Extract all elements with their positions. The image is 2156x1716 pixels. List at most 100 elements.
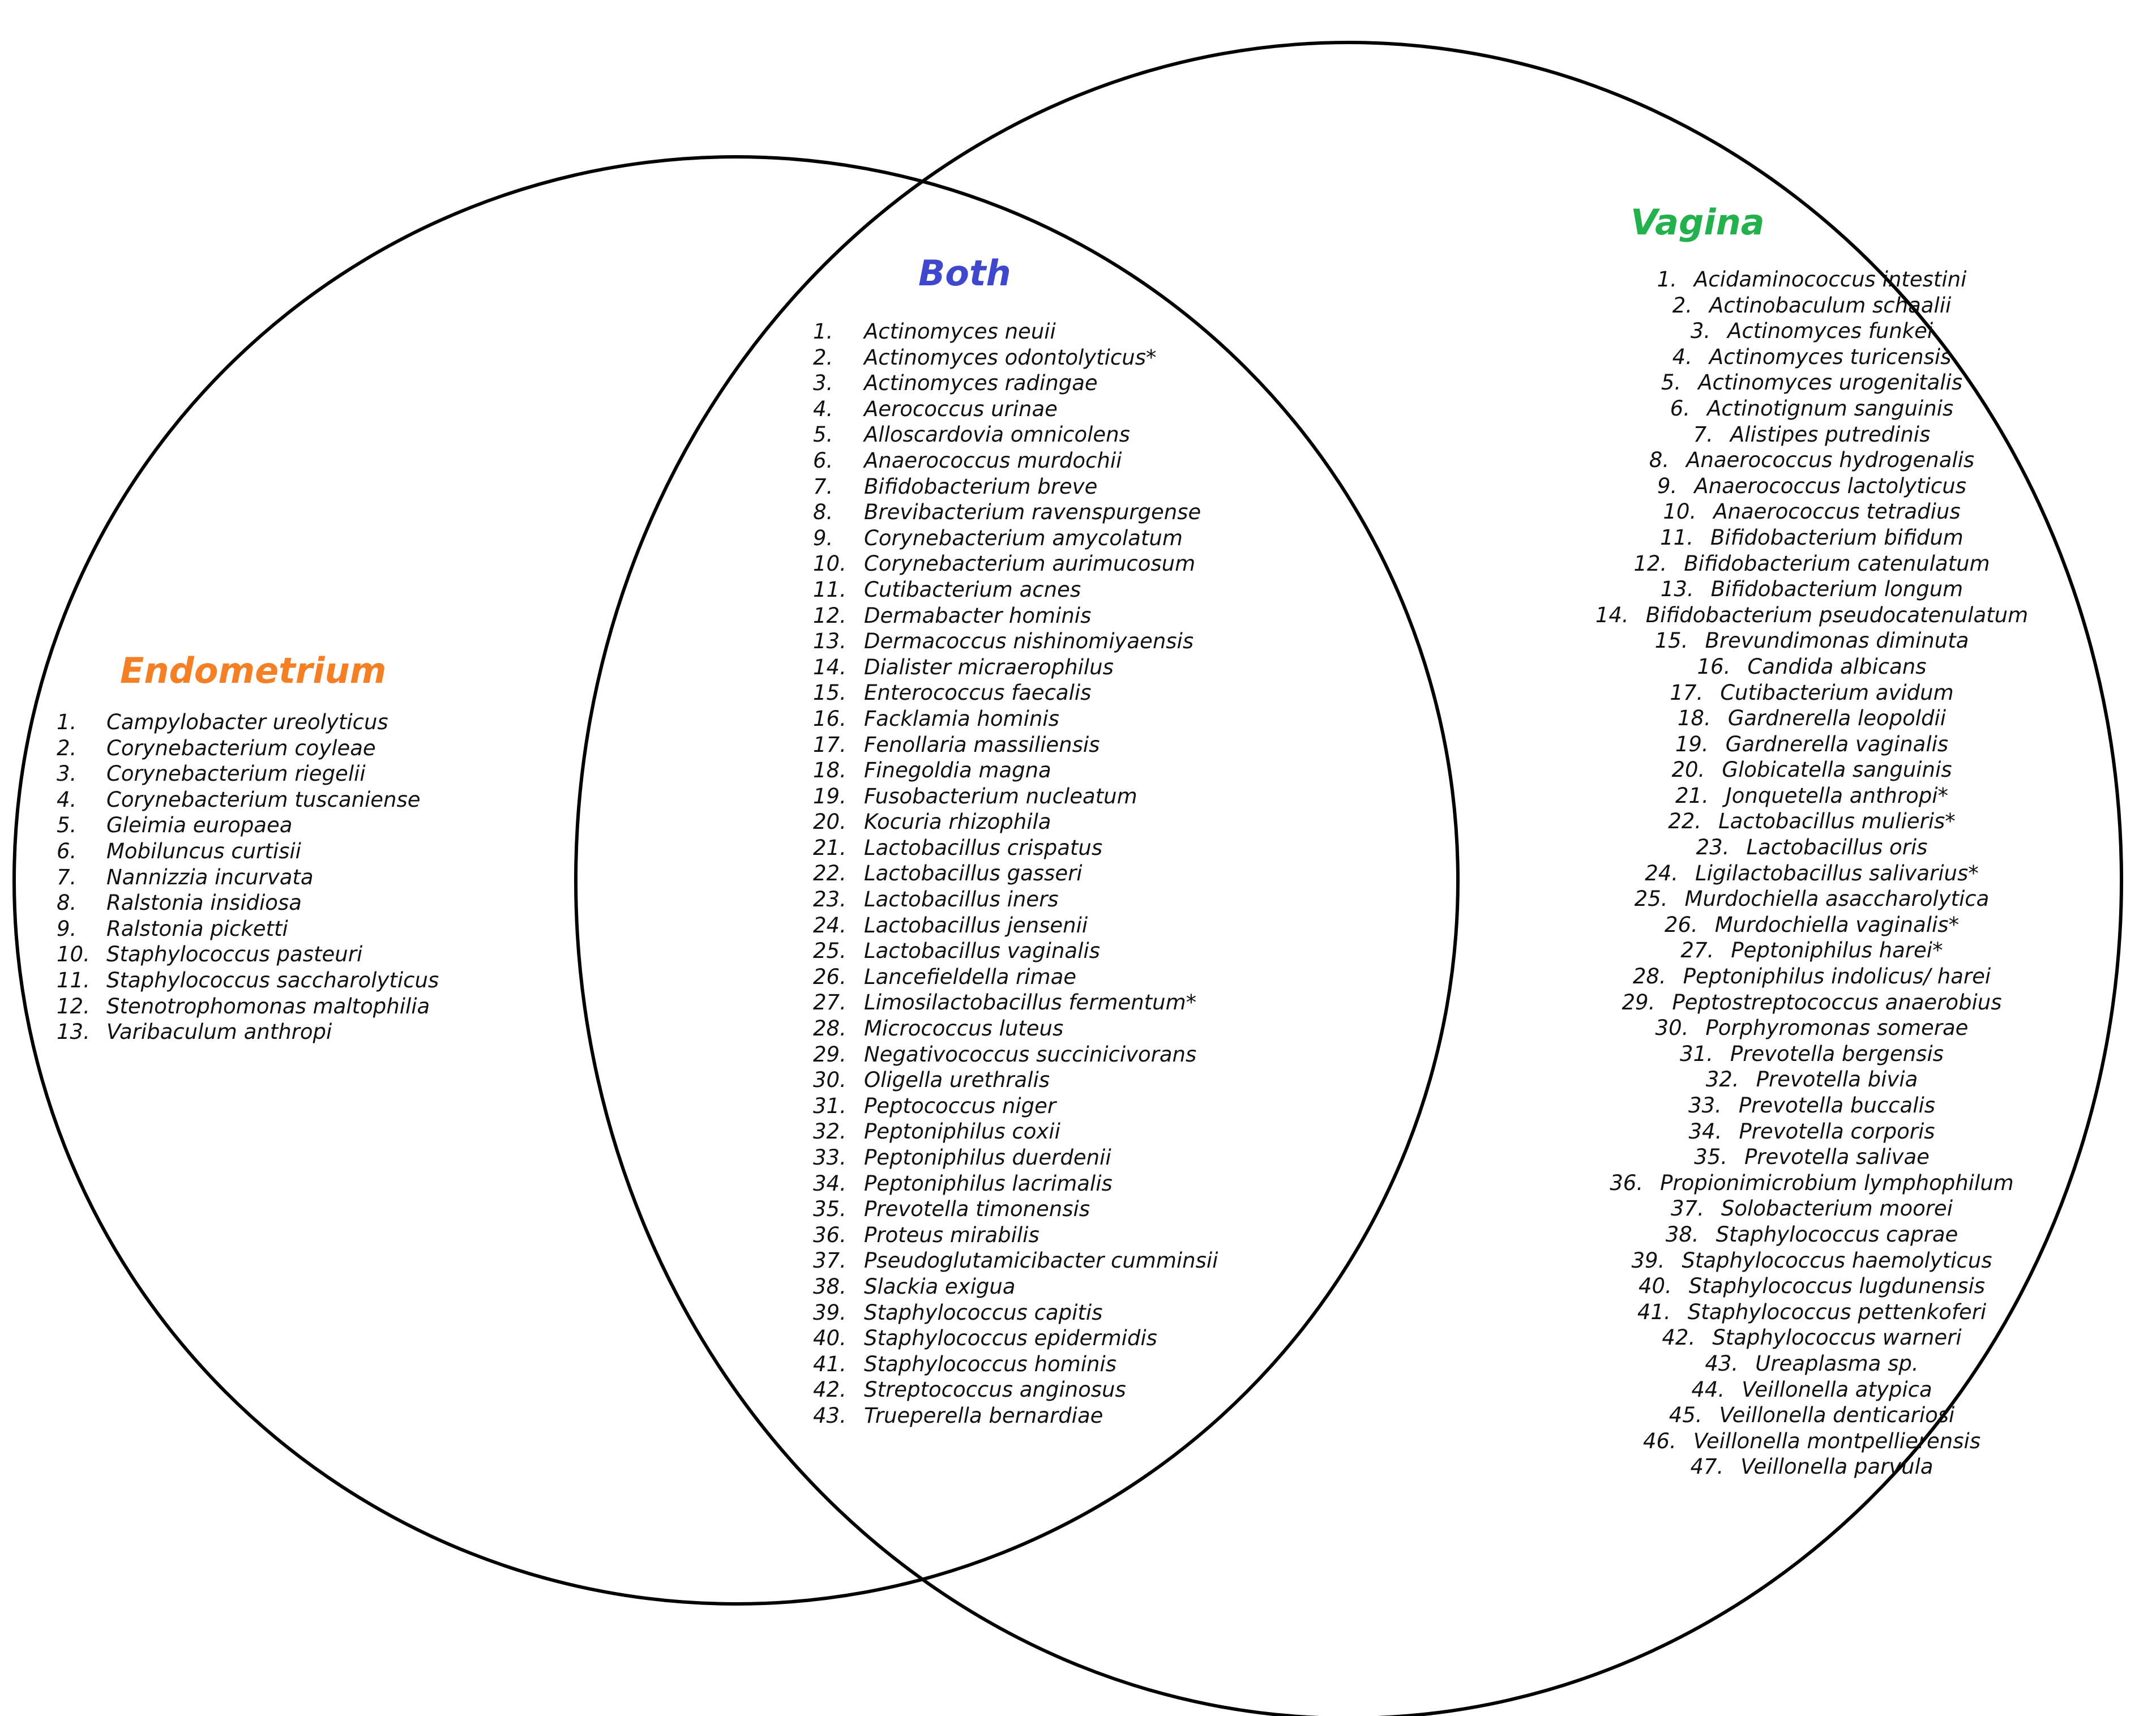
species-item: 31.Prevotella bergensis <box>1472 1041 2151 1067</box>
species-name: Cutibacterium avidum <box>1720 680 1954 705</box>
species-name: Finegoldia magna <box>864 758 1051 783</box>
species-name: Streptococcus anginosus <box>864 1377 1126 1402</box>
species-item: 31. Peptococcus niger <box>813 1093 1218 1119</box>
species-number: 18. <box>813 758 846 783</box>
species-item: 46.Veillonella montpellierensis <box>1472 1428 2151 1454</box>
species-item: 7.Nannizzia incurvata <box>57 865 439 891</box>
species-item: 4.Corynebacterium tuscaniense <box>57 787 439 813</box>
species-number: 15. <box>1654 628 1688 653</box>
species-number: 23. <box>1696 835 1730 860</box>
species-name: Kocuria rhizophila <box>864 810 1051 835</box>
species-item: 25.Murdochiella asaccharolytica <box>1472 886 2151 912</box>
species-item: 4.Aerococcus urinae <box>813 396 1218 422</box>
species-number: 8. <box>813 500 833 525</box>
species-name: Solobacterium moorei <box>1721 1196 1953 1221</box>
species-number: 35. <box>1694 1145 1727 1170</box>
species-name: Prevotella salivae <box>1744 1145 1930 1170</box>
species-name: Oligella urethralis <box>864 1068 1050 1093</box>
species-item: 7.Alistipes putredinis <box>1472 422 2151 448</box>
species-number: 33. <box>1688 1093 1722 1118</box>
species-number: 11. <box>57 968 90 992</box>
species-item: 44.Veillonella atypica <box>1472 1377 2151 1403</box>
species-number: 27. <box>1680 938 1714 963</box>
species-name: Bifidobacterium catenulatum <box>1684 551 1990 576</box>
species-name: Acidaminococcus intestini <box>1693 267 1967 292</box>
species-item: 1. Acidaminococcus intestini <box>1472 267 2151 293</box>
species-number: 29. <box>813 1042 846 1067</box>
species-item: 7. Bifidobacterium breve <box>813 474 1218 500</box>
species-number: 37. <box>1671 1196 1704 1221</box>
species-number: 6. <box>813 448 833 473</box>
species-name: Staphylococcus warneri <box>1712 1325 1962 1350</box>
species-item: 24.Ligilactobacillus salivarius* <box>1472 861 2151 887</box>
species-number: 38. <box>1665 1222 1699 1247</box>
species-number: 1. <box>57 710 77 734</box>
species-name: Fusobacterium nucleatum <box>864 784 1137 808</box>
species-item: 26.Lancefieldella rimae <box>813 964 1218 990</box>
species-name: Peptoniphilus duerdenii <box>864 1145 1111 1170</box>
species-name: Staphylococcus pasteuri <box>106 942 363 967</box>
species-number: 31. <box>813 1093 846 1118</box>
species-item: 28.Micrococcus luteus <box>813 1016 1218 1042</box>
species-number: 43. <box>1705 1351 1739 1376</box>
species-item: 43.Ureaplasma sp. <box>1472 1351 2151 1377</box>
species-number: 1. <box>813 319 833 344</box>
species-item: 1.Campylobacter ureolyticus <box>57 709 439 735</box>
species-name: Dermabacter hominis <box>864 603 1092 628</box>
species-number: 41. <box>813 1351 846 1376</box>
species-item: 2.Actinomyces odontolyticus* <box>813 345 1218 371</box>
species-name: Anaerococcus tetradius <box>1713 499 1961 524</box>
species-item: 37.Pseudoglutamicibacter cumminsii <box>813 1248 1218 1274</box>
species-name: Alloscardovia omnicolens <box>864 422 1130 447</box>
species-item: 6.Actinotignum sanguinis <box>1472 396 2151 422</box>
species-name: Bifidobacterium bifidum <box>1710 525 1964 550</box>
species-name: Lactobacillus vaginalis <box>864 939 1100 964</box>
species-number: 8. <box>57 891 77 915</box>
species-item: 23. Lactobacillus oris <box>1472 835 2151 861</box>
species-item: 39.Staphylococcus haemolyticus <box>1472 1248 2151 1274</box>
species-number: 1. <box>1657 267 1677 292</box>
species-item: 12.Bifidobacterium catenulatum <box>1472 551 2151 577</box>
species-item: 34.Peptoniphilus lacrimalis <box>813 1171 1218 1197</box>
species-number: 40. <box>1638 1274 1672 1299</box>
species-item: 22.Lactobacillus mulieris* <box>1472 808 2151 835</box>
species-name: Veillonella atypica <box>1742 1377 1932 1402</box>
species-item: 11.Bifidobacterium bifidum <box>1472 525 2151 551</box>
species-name: Bifidobacterium breve <box>864 474 1098 499</box>
species-name: Stenotrophomonas maltophilia <box>106 994 430 1019</box>
species-item: 43.Trueperella bernardiae <box>813 1403 1218 1429</box>
species-name: Actinobaculum schaalii <box>1709 293 1952 318</box>
species-item: 21.Lactobacillus crispatus <box>813 835 1218 861</box>
species-number: 31. <box>1680 1041 1713 1066</box>
species-item: 6.Mobiluncus curtisii <box>57 838 439 865</box>
species-number: 13. <box>1660 577 1694 602</box>
species-item: 36.Proteus mirabilis <box>813 1222 1218 1248</box>
species-name: Lactobacillus iners <box>864 887 1059 912</box>
species-item: 16.Candida albicans <box>1472 654 2151 680</box>
species-item: 3.Actinomyces radingae <box>813 370 1218 396</box>
species-item: 27.Limosilactobacillus fermentum* <box>813 990 1218 1016</box>
species-item: 11.Cutibacterium acnes <box>813 577 1218 603</box>
species-number: 47. <box>1690 1454 1724 1479</box>
species-name: Peptoniphilus lacrimalis <box>864 1171 1113 1196</box>
species-name: Lactobacillus oris <box>1746 835 1928 860</box>
species-number: 3. <box>1690 319 1711 344</box>
species-number: 36. <box>1610 1170 1644 1195</box>
species-item: 42.Staphylococcus warneri <box>1472 1325 2151 1351</box>
species-name: Actinomyces urogenitalis <box>1698 370 1963 395</box>
species-item: 33.Prevotella buccalis <box>1472 1093 2151 1119</box>
species-name: Veillonella montpellierensis <box>1693 1428 1981 1453</box>
species-item: 21.Jonquetella anthropi* <box>1472 783 2151 809</box>
species-number: 24. <box>1645 861 1679 885</box>
species-number: 24. <box>813 913 846 938</box>
species-name: Fenollaria massiliensis <box>864 732 1100 757</box>
species-name: Peptococcus niger <box>864 1093 1056 1118</box>
species-number: 7. <box>813 474 833 499</box>
species-number: 40. <box>813 1326 846 1351</box>
species-name: Peptostreptococcus anaerobius <box>1672 990 2002 1015</box>
species-number: 12. <box>57 994 90 1019</box>
species-number: 6. <box>57 838 77 863</box>
species-name: Staphylococcus pettenkoferi <box>1687 1299 1987 1324</box>
species-item: 9.Corynebacterium amycolatum <box>813 525 1218 551</box>
